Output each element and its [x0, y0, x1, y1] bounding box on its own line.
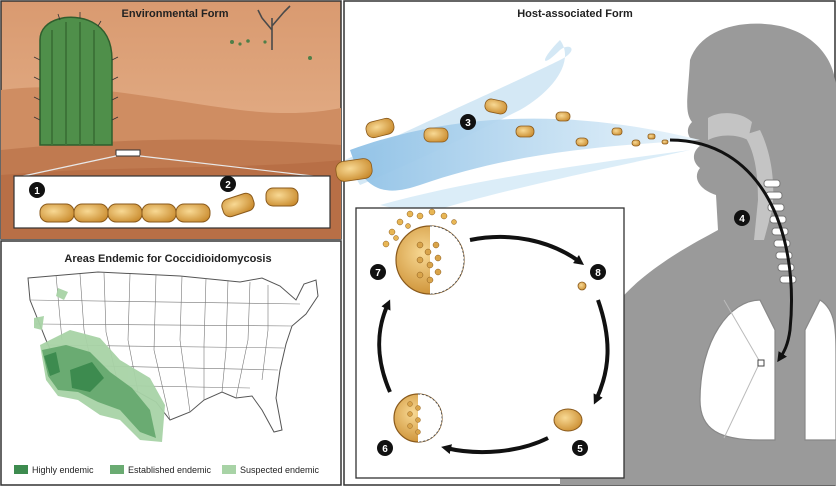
- established-endemic-region: [42, 345, 156, 438]
- host-form-title: Host-associated Form: [517, 8, 633, 20]
- svg-text:7: 7: [375, 268, 381, 279]
- joshua-tree-illustration: [257, 5, 291, 50]
- legend-item-suspected-endemic: Suspected endemic: [222, 465, 320, 475]
- host-panel: [335, 0, 836, 486]
- cactus-illustration: [33, 12, 119, 146]
- endemic-map-title: Areas Endemic for Coccidioidomycosis: [64, 253, 271, 265]
- us-map: [27, 271, 319, 442]
- step-marker-5: 5: [572, 440, 588, 456]
- step-marker-4: 4: [734, 210, 750, 226]
- svg-text:6: 6: [382, 444, 388, 455]
- cycle-arrow-6-to-7: [377, 299, 392, 393]
- arthroconidia-chain: [39, 203, 211, 223]
- young-spherule: [553, 408, 583, 432]
- svg-text:Established endemic: Established endemic: [128, 465, 212, 475]
- svg-text:Highly endemic: Highly endemic: [32, 465, 94, 475]
- endospore: [577, 281, 587, 291]
- desert-shrubs: [230, 39, 312, 60]
- legend-item-highly-endemic: Highly endemic: [14, 465, 94, 475]
- svg-text:Suspected endemic: Suspected endemic: [240, 465, 320, 475]
- step-marker-8: 8: [590, 264, 606, 280]
- rupturing-spherule: [382, 208, 465, 295]
- svg-text:3: 3: [465, 118, 471, 129]
- legend-item-established-endemic: Established endemic: [110, 465, 212, 475]
- endemic-map-panel: Areas Endemic for Coccidioidomycosis: [0, 240, 342, 486]
- environmental-panel: [0, 0, 342, 240]
- step-marker-6: 6: [377, 440, 393, 456]
- cycle-arrow-8-to-5: [593, 299, 610, 405]
- zoom-marker: [115, 149, 141, 157]
- released-arthroconidia: [221, 187, 299, 218]
- released-endospores: [382, 208, 457, 248]
- step-marker-3: 3: [460, 114, 476, 130]
- svg-text:1: 1: [34, 186, 40, 197]
- inhalation-arrow: [669, 138, 793, 363]
- cycle-arrow-5-to-6: [441, 436, 549, 455]
- step-marker-1: 1: [29, 182, 45, 198]
- environmental-form-title: Environmental Form: [122, 8, 229, 20]
- zoom-lines: [13, 155, 331, 179]
- svg-text:2: 2: [225, 180, 231, 191]
- map-legend: Highly endemic Established endemic Suspe…: [14, 465, 320, 475]
- step-marker-2: 2: [220, 176, 236, 192]
- svg-text:5: 5: [577, 444, 583, 455]
- cycle-arrow-7-to-8: [469, 234, 585, 265]
- svg-text:8: 8: [595, 268, 601, 279]
- mature-spherule: [393, 393, 443, 443]
- alveolus-marker: [757, 359, 765, 367]
- svg-text:4: 4: [739, 214, 745, 225]
- lifecycle-inset: [355, 207, 625, 479]
- highly-endemic-region: [44, 352, 104, 392]
- step-marker-7: 7: [370, 264, 386, 280]
- airborne-arthroconidia: [335, 98, 669, 182]
